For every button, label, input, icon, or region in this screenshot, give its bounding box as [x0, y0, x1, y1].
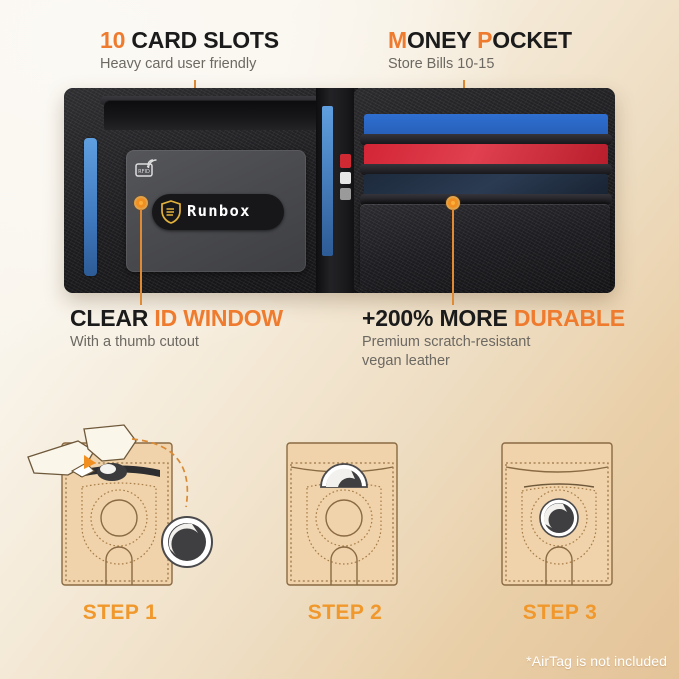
mp-h2: ONEY — [406, 27, 478, 53]
callout-id-window: CLEAR ID WINDOW With a thumb cutout — [70, 306, 283, 352]
brand-logo: Runbox — [152, 194, 284, 230]
dur-plain: +200% MORE — [362, 305, 514, 331]
callout-card-slots-heading: 10 CARD SLOTS — [100, 28, 279, 52]
callout-money-pocket-subtitle: Store Bills 10-15 — [388, 56, 495, 73]
callout-durable-subtitle-line2: vegan leather — [362, 353, 450, 370]
callout-card-slots-heading-rest: CARD SLOTS — [125, 27, 279, 53]
money-pocket — [360, 204, 610, 290]
step-2-label: STEP 2 — [307, 601, 383, 624]
leader-line-id-window — [140, 209, 142, 305]
callout-money-pocket-heading: MONEY POCKET — [388, 28, 572, 52]
dur-highlight: DURABLE — [513, 305, 625, 331]
wallet-illustration: RFID Runbox — [64, 88, 615, 293]
brand-name: Runbox — [187, 202, 251, 221]
step-1-diagram — [20, 415, 220, 600]
callout-money-pocket: MONEY POCKET Store Bills 10-15 — [388, 28, 572, 74]
step-2-diagram — [245, 415, 445, 600]
idw-plain: CLEAR — [70, 305, 155, 331]
card-slot-top-left — [104, 100, 340, 130]
svg-text:RFID: RFID — [138, 169, 150, 175]
callout-durable-heading: +200% MORE DURABLE — [362, 306, 625, 330]
marker-dot-durable — [446, 196, 460, 210]
step-1-label: STEP 1 — [82, 601, 158, 624]
mp-h3: P — [477, 27, 493, 53]
card-edge-gray-center — [340, 188, 351, 200]
callout-durable-subtitle-line1: Premium scratch-resistant — [362, 334, 531, 351]
idw-highlight: ID WINDOW — [154, 305, 283, 331]
shield-icon — [161, 200, 181, 224]
callout-card-slots-heading-highlight: 10 — [100, 27, 126, 53]
step-3-label: STEP 3 — [522, 601, 598, 624]
slot-lip-3 — [360, 194, 612, 206]
step-3-diagram — [460, 415, 660, 600]
footnote-airtag-not-included: *AirTag is not included — [526, 653, 667, 669]
mp-h1: M — [388, 27, 407, 53]
marker-dot-id-window — [134, 196, 148, 210]
card-edge-white-center — [340, 172, 351, 184]
rfid-icon: RFID — [135, 159, 157, 177]
callout-id-window-heading: CLEAR ID WINDOW — [70, 306, 283, 330]
card-edge-blue-left — [84, 138, 97, 276]
callout-id-window-subtitle: With a thumb cutout — [70, 334, 199, 351]
clear-id-window: RFID Runbox — [126, 150, 306, 272]
card-edge-red-center — [340, 154, 351, 168]
card-edge-blue-center — [322, 106, 333, 256]
callout-card-slots: 10 CARD SLOTS Heavy card user friendly — [100, 28, 279, 74]
callout-durable: +200% MORE DURABLE Premium scratch-resis… — [362, 306, 625, 371]
slot-lip-1 — [360, 134, 612, 146]
callout-card-slots-subtitle: Heavy card user friendly — [100, 56, 257, 73]
leader-line-durable — [452, 209, 454, 305]
slot-lip-2 — [360, 164, 612, 176]
mp-h4: OCKET — [492, 27, 572, 53]
